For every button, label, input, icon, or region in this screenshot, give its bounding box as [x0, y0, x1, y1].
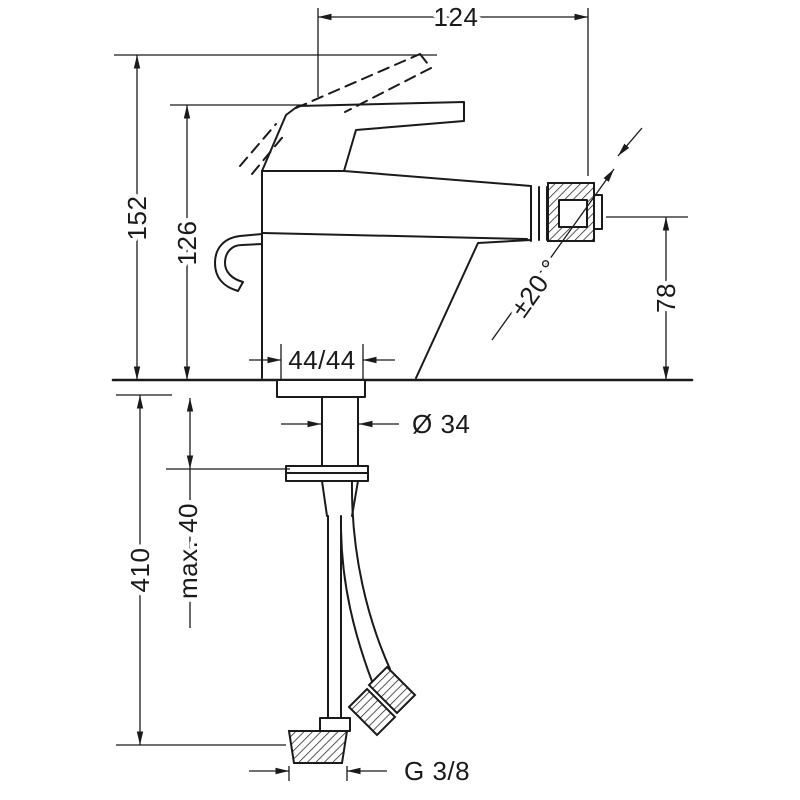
dim-connection-thread [249, 766, 387, 781]
faucet-outline [214, 53, 603, 379]
lever-handle-raised-dashed [239, 53, 432, 175]
hose-connector-g38 [287, 717, 351, 764]
outlet-height-label: 78 [651, 283, 681, 313]
dim-swivel-angle [491, 127, 643, 341]
base-escutcheon [276, 379, 366, 398]
lever-handle [261, 101, 465, 172]
supply-hoses [287, 480, 417, 764]
dim-base-width [249, 344, 395, 379]
dim-total-height [114, 54, 437, 380]
base-width-label: 44/44 [288, 345, 356, 375]
max-mounting-thickness-label: max. 40 [173, 503, 203, 599]
dim-spout-reach [317, 8, 589, 176]
faucet-body [261, 170, 532, 379]
total-height-label: 152 [122, 196, 152, 241]
shank-diameter-label: Ø 34 [412, 409, 470, 439]
dimension-lines [114, 8, 688, 781]
mounting-washer-nut [285, 465, 369, 482]
spout-reach-label: 124 [434, 2, 479, 32]
swivel-angle-label: ±20 ° [504, 254, 565, 323]
popup-rod-hook [214, 233, 263, 292]
angled-hose-fittings [347, 665, 417, 737]
dim-outlet-height [606, 216, 688, 380]
aerator-assembly [530, 182, 603, 242]
mounting-hardware [276, 379, 369, 517]
dim-hose-length [116, 394, 286, 746]
connection-thread-label: G 3/8 [404, 756, 470, 786]
dim-handle-height [170, 104, 307, 380]
handle-height-label: 126 [172, 221, 202, 266]
hose-length-label: 410 [125, 548, 155, 593]
dim-max-mounting-thickness [166, 398, 290, 628]
